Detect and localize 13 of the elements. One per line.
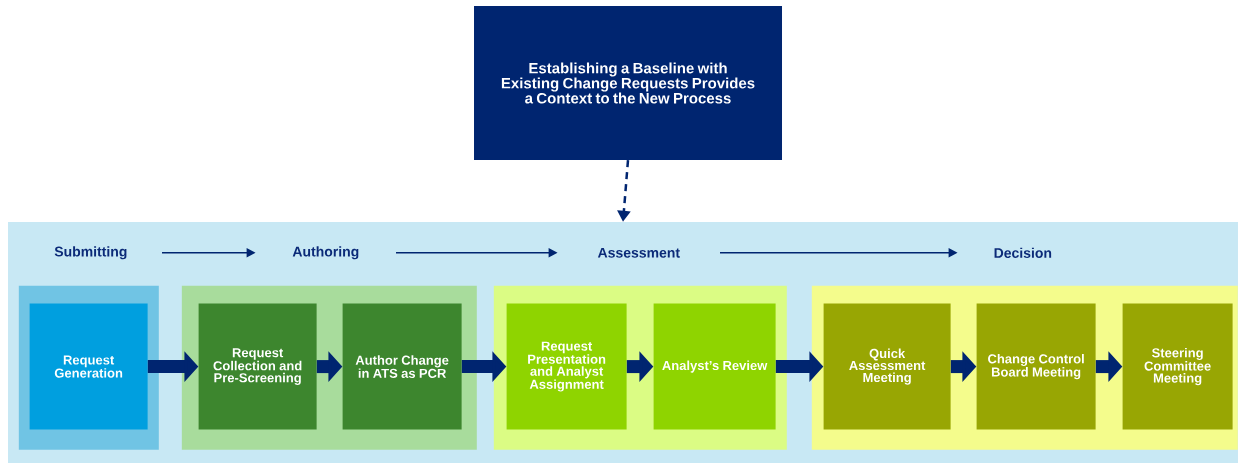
process-box: Analyst’s Review [653,303,776,430]
process-box: Author Change in ATS as PCR [342,303,462,430]
process-box: Steering Committee Meeting [1122,303,1233,430]
process-box: Request Generation [29,303,148,430]
process-box: Request Presentation and Analyst Assignment [506,303,627,430]
callout-box: Establishing a Baseline with Existing Change Requests Provides a Context to the New Process [474,6,782,160]
phase-heading: Submitting [54,246,127,260]
phase-heading: Decision [994,247,1052,258]
phase-heading: Assessment [597,247,680,258]
process-box: Quick Assessment Meeting [823,303,951,430]
process-box: Request Collection and Pre-Screening [198,303,317,430]
process-box: Change Control Board Meeting [976,303,1096,430]
phase-heading: Authoring [292,246,359,260]
